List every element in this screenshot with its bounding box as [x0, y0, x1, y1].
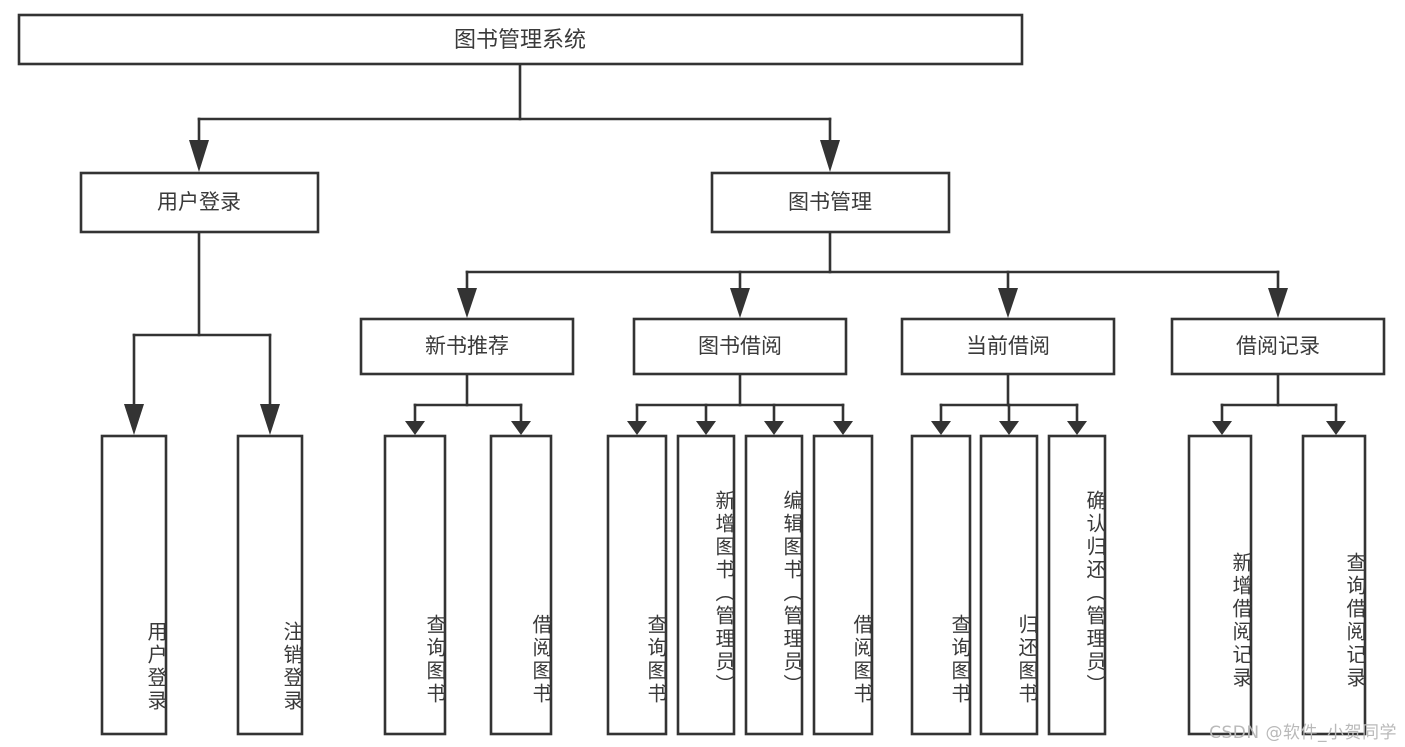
arrow-head-icon — [511, 421, 531, 435]
node-root-label: 图书管理系统 — [454, 28, 586, 53]
leaf-query-book-1-box[interactable] — [383, 434, 447, 736]
node-book-borrow-label: 图书借阅 — [698, 334, 782, 358]
arrow-head-icon — [1212, 421, 1232, 435]
arrow-head-icon — [189, 140, 209, 172]
node-user-login[interactable]: 用户登录 — [79, 171, 320, 234]
arrow-head-icon — [998, 288, 1018, 318]
node-root[interactable]: 图书管理系统 — [17, 13, 1024, 66]
leaf-edit-book-box[interactable] — [744, 434, 804, 736]
node-new-book-rec-box[interactable] — [359, 317, 575, 376]
arrow-heads — [124, 140, 1346, 435]
leaf-query-book-2-box[interactable] — [606, 434, 668, 736]
node-book-mgmt-label: 图书管理 — [788, 190, 872, 214]
node-current-borrow-label: 当前借阅 — [966, 334, 1050, 358]
arrow-head-icon — [696, 421, 716, 435]
node-book-borrow[interactable]: 图书借阅 — [632, 317, 848, 376]
node-new-book-rec[interactable]: 新书推荐 — [359, 317, 575, 376]
leaf-boxes — [100, 434, 1367, 736]
arrow-head-icon — [730, 288, 750, 318]
node-borrow-record[interactable]: 借阅记录 — [1170, 317, 1386, 376]
leaf-add-record-box[interactable] — [1187, 434, 1253, 736]
leaf-query-record-box[interactable] — [1301, 434, 1367, 736]
arrow-head-icon — [405, 421, 425, 435]
leaf-borrow-book-1-box[interactable] — [489, 434, 553, 736]
leaf-user-login-box[interactable] — [100, 434, 168, 736]
arrow-head-icon — [1067, 421, 1087, 435]
node-book-mgmt-box[interactable] — [710, 171, 951, 234]
node-user-login-box[interactable] — [79, 171, 320, 234]
node-new-book-rec-label: 新书推荐 — [425, 334, 509, 358]
arrow-head-icon — [1268, 288, 1288, 318]
arrow-head-icon — [457, 288, 477, 318]
connectors — [132, 62, 1338, 423]
node-borrow-record-box[interactable] — [1170, 317, 1386, 376]
arrow-head-icon — [931, 421, 951, 435]
node-current-borrow-box[interactable] — [900, 317, 1116, 376]
node-borrow-record-label: 借阅记录 — [1236, 334, 1320, 358]
arrow-head-icon — [627, 421, 647, 435]
leaf-add-book-box[interactable] — [676, 434, 736, 736]
arrow-head-icon — [260, 404, 280, 435]
node-book-borrow-box[interactable] — [632, 317, 848, 376]
arrow-head-icon — [833, 421, 853, 435]
arrow-head-icon — [124, 404, 144, 435]
leaf-logout-box[interactable] — [236, 434, 304, 736]
leaf-confirm-return-box[interactable] — [1047, 434, 1107, 736]
csdn-watermark: CSDN @软件_小贺同学 — [1209, 723, 1397, 743]
arrow-head-icon — [999, 421, 1019, 435]
arrow-head-icon — [820, 140, 840, 172]
leaf-borrow-book-2-box[interactable] — [812, 434, 874, 736]
leaf-query-book-3-box[interactable] — [910, 434, 972, 736]
node-root-box[interactable] — [17, 13, 1024, 66]
arrow-head-icon — [1326, 421, 1346, 435]
node-book-mgmt[interactable]: 图书管理 — [710, 171, 951, 234]
leaf-return-book-box[interactable] — [979, 434, 1039, 736]
node-current-borrow[interactable]: 当前借阅 — [900, 317, 1116, 376]
node-user-login-label: 用户登录 — [157, 190, 241, 214]
arrow-head-icon — [764, 421, 784, 435]
